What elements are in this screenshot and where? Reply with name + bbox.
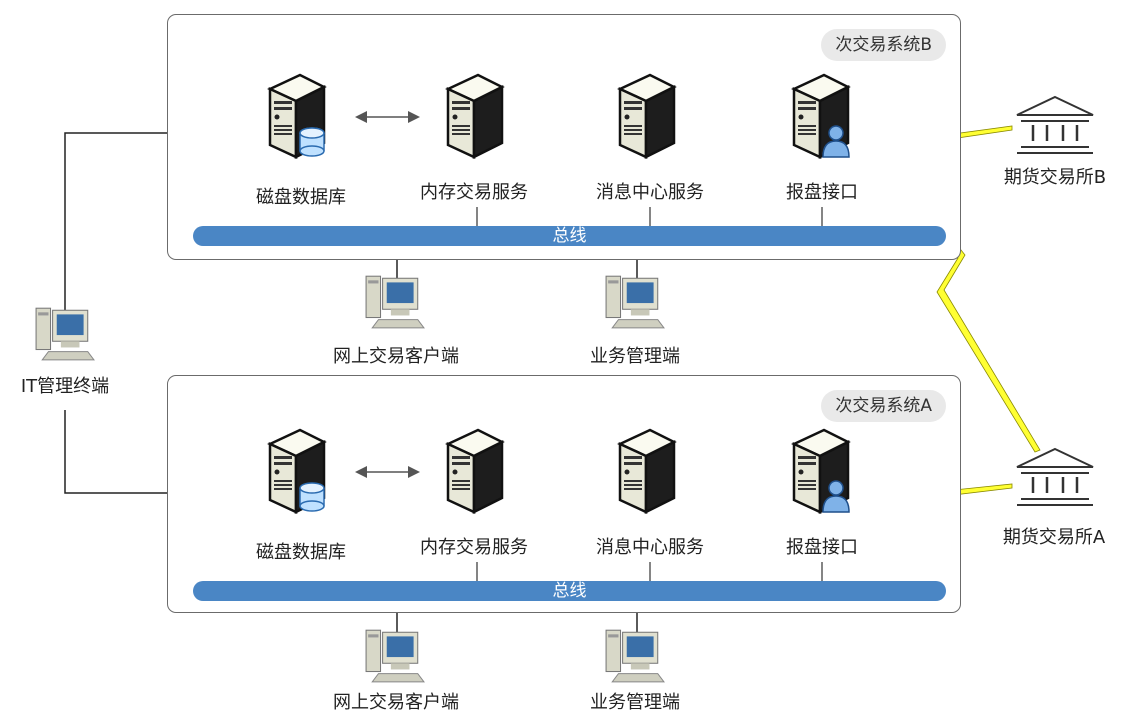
- bus-a: 总线: [193, 581, 946, 601]
- exchange-b-label: 期货交易所B: [1003, 167, 1107, 188]
- it-terminal-label: IT管理终端: [20, 376, 110, 397]
- report-if-label-a: 报盘接口: [786, 537, 858, 558]
- mem-trade-label-a: 内存交易服务: [420, 537, 528, 558]
- exchange-a-label: 期货交易所A: [1002, 527, 1106, 548]
- online-client-pc-icon-b: [364, 270, 426, 332]
- msg-center-server-icon-a: [612, 421, 682, 521]
- biz-client-pc-icon-b: [604, 270, 666, 332]
- disk-db-server-icon-a: [262, 421, 332, 521]
- online-client-label-b: 网上交易客户端: [333, 346, 459, 367]
- report-if-server-icon-b: [786, 66, 850, 166]
- disk-db-server-icon-b: [262, 66, 332, 166]
- disk-db-label-b: 磁盘数据库: [256, 187, 346, 208]
- biz-client-pc-icon-a: [604, 624, 666, 686]
- it-link-a: [64, 410, 167, 494]
- system-a-title: 次交易系统A: [821, 390, 946, 422]
- msg-center-label-a: 消息中心服务: [596, 537, 704, 558]
- exchange-a-bank-icon: [1015, 447, 1095, 507]
- it-link-b: [64, 132, 167, 310]
- mem-trade-label-b: 内存交易服务: [420, 182, 528, 203]
- it-terminal-pc-icon: [34, 302, 96, 364]
- disk-db-label-a: 磁盘数据库: [256, 542, 346, 563]
- mem-trade-server-icon-a: [440, 421, 510, 521]
- report-if-label-b: 报盘接口: [786, 182, 858, 203]
- msg-center-label-b: 消息中心服务: [596, 182, 704, 203]
- biz-client-label-a: 业务管理端: [590, 692, 680, 713]
- bus-b: 总线: [193, 226, 946, 246]
- mem-trade-server-icon-b: [440, 66, 510, 166]
- exchange-b-bank-icon: [1015, 95, 1095, 155]
- system-b-title: 次交易系统B: [821, 29, 946, 61]
- online-client-label-a: 网上交易客户端: [333, 692, 459, 713]
- report-if-server-icon-a: [786, 421, 850, 521]
- online-client-pc-icon-a: [364, 624, 426, 686]
- biz-client-label-b: 业务管理端: [590, 346, 680, 367]
- msg-center-server-icon-b: [612, 66, 682, 166]
